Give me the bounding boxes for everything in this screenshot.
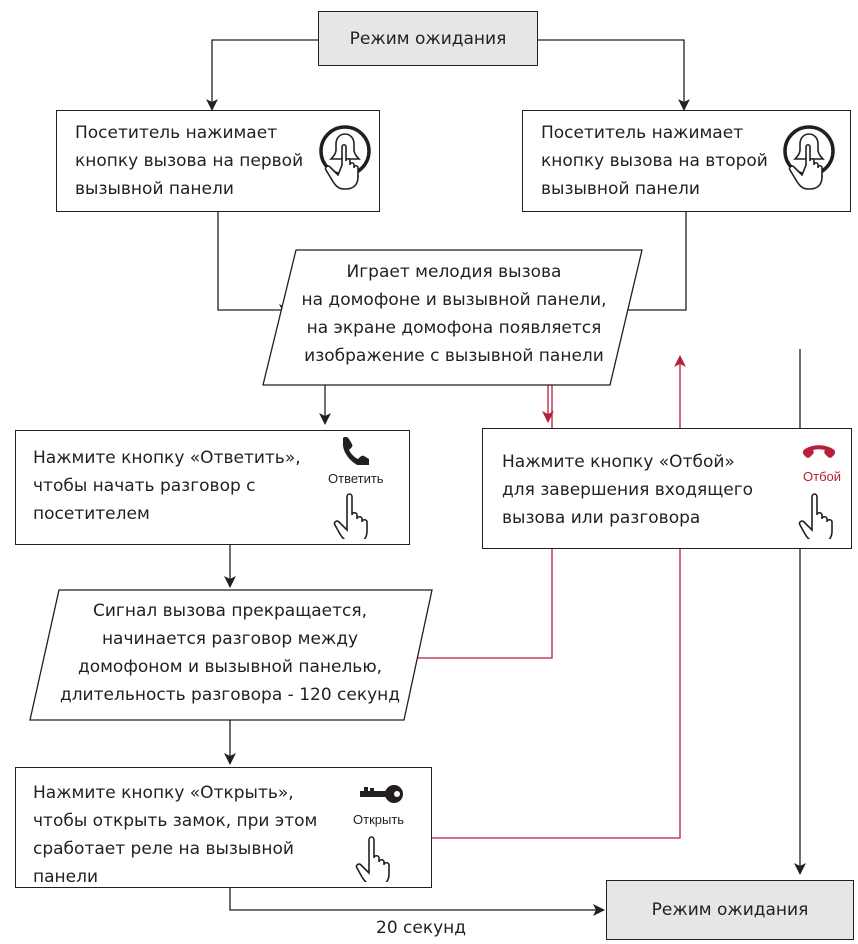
ringing-shape (262, 249, 643, 386)
standby-bottom-node: Режим ожидания (606, 880, 854, 940)
talk-text: Сигнал вызова прекращается, начинается р… (59, 601, 401, 705)
standby-top-node: Режим ожидания (318, 11, 538, 66)
timeout-label: 20 секунд (376, 918, 467, 938)
visitor-panel2-text: Посетитель нажимает кнопку вызова на вто… (541, 123, 768, 199)
edge-standby-to-panel1 (206, 39, 318, 111)
hangup-text: Нажмите кнопку «Отбой» для завершения вх… (502, 452, 754, 528)
phone-hangup-icon (802, 445, 836, 458)
bell-icon (783, 125, 835, 190)
hangup-node (482, 428, 852, 549)
ringing-text: Играет мелодия вызова на домофоне и вызы… (301, 262, 607, 366)
visitor-panel1-node: Посетитель нажимает кнопку вызова на пер… (56, 110, 380, 212)
phone-answer-icon (342, 436, 369, 465)
standby-bottom-label: Режим ожидания (651, 900, 809, 920)
talk-shape (29, 589, 433, 721)
finger-press-icon (798, 493, 833, 539)
visitor-panel1-text: Посетитель нажимает кнопку вызова на пер… (75, 123, 304, 199)
answer-description: Нажмите кнопку «Ответить», чтобы начать … (33, 448, 301, 524)
finger-press-icon (355, 836, 390, 882)
hangup-button-label: Отбой (803, 469, 842, 484)
edge-panel1-to-ringing (217, 212, 291, 316)
edge-panel2-to-ringing (609, 212, 687, 316)
open-text: Нажмите кнопку «Открыть», чтобы открыть … (33, 783, 318, 887)
finger-press-icon (333, 493, 368, 539)
visitor-panel2-node: Посетитель нажимает кнопку вызова на вто… (522, 110, 851, 212)
open-button-label: Открыть (353, 812, 405, 827)
standby-top-label: Режим ожидания (349, 29, 507, 49)
answer-button-label: Ответить (328, 471, 384, 486)
key-icon (360, 785, 403, 803)
edge-open-to-standby (229, 888, 605, 916)
edge-standby-to-panel2 (538, 39, 690, 111)
bell-icon (319, 125, 371, 190)
